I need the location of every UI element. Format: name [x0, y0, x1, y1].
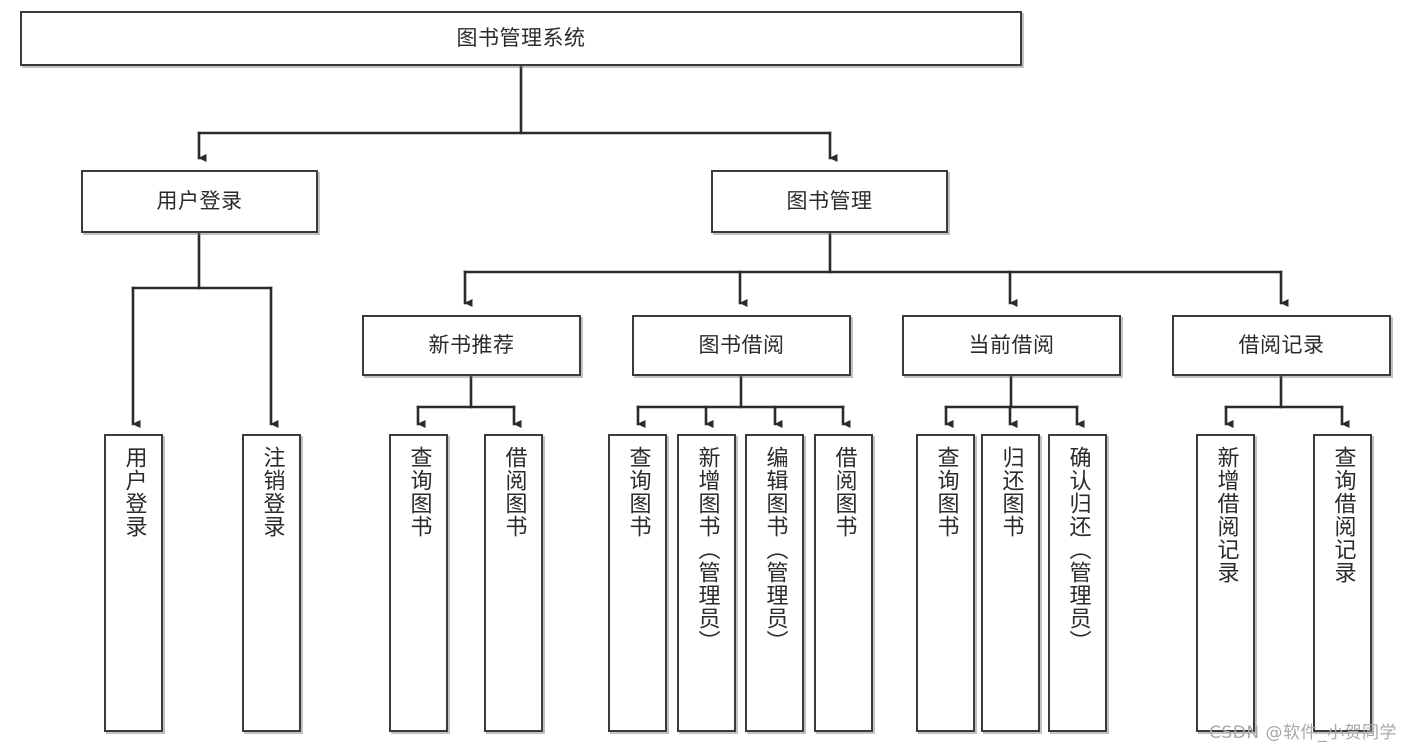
- node-leaf-user-login[interactable]: 用户登录: [104, 434, 163, 732]
- node-leaf-return-book-label: 归还图书: [998, 446, 1024, 538]
- csdn-watermark: CSDN @软件_小贺同学: [1209, 723, 1397, 743]
- node-user-login-label: 用户登录: [156, 188, 243, 213]
- node-new-book-rec[interactable]: 新书推荐: [362, 315, 581, 376]
- node-leaf-confirm-return-label: 确认归还（管理员）: [1065, 446, 1091, 653]
- node-book-manage-label: 图书管理: [786, 188, 873, 213]
- node-leaf-query-book-1-label: 查询图书: [406, 446, 432, 538]
- node-leaf-borrow-book-2-label: 借阅图书: [831, 446, 857, 538]
- node-leaf-logout-login-label: 注销登录: [259, 446, 285, 538]
- node-leaf-add-record[interactable]: 新增借阅记录: [1196, 434, 1255, 732]
- node-leaf-query-book-2-label: 查询图书: [625, 446, 651, 538]
- node-root-label: 图书管理系统: [456, 25, 586, 50]
- node-leaf-confirm-return[interactable]: 确认归还（管理员）: [1048, 434, 1107, 732]
- node-leaf-borrow-book-1-label: 借阅图书: [501, 446, 527, 538]
- node-leaf-add-book[interactable]: 新增图书（管理员）: [677, 434, 736, 732]
- node-leaf-borrow-book-1[interactable]: 借阅图书: [484, 434, 543, 732]
- node-leaf-query-book-1[interactable]: 查询图书: [389, 434, 448, 732]
- node-leaf-query-book-3-label: 查询图书: [933, 446, 959, 538]
- node-user-login[interactable]: 用户登录: [81, 170, 318, 233]
- node-leaf-query-record[interactable]: 查询借阅记录: [1313, 434, 1372, 732]
- node-leaf-query-book-2[interactable]: 查询图书: [608, 434, 667, 732]
- node-current-borrow[interactable]: 当前借阅: [902, 315, 1121, 376]
- node-new-book-rec-label: 新书推荐: [428, 332, 515, 357]
- node-leaf-edit-book[interactable]: 编辑图书（管理员）: [745, 434, 804, 732]
- node-book-borrow-label: 图书借阅: [698, 332, 785, 357]
- node-leaf-add-book-label: 新增图书（管理员）: [694, 446, 720, 653]
- node-leaf-edit-book-label: 编辑图书（管理员）: [762, 446, 788, 653]
- node-current-borrow-label: 当前借阅: [968, 332, 1055, 357]
- node-leaf-logout-login[interactable]: 注销登录: [242, 434, 301, 732]
- node-root[interactable]: 图书管理系统: [20, 11, 1022, 66]
- node-leaf-query-record-label: 查询借阅记录: [1330, 446, 1356, 584]
- node-leaf-query-book-3[interactable]: 查询图书: [916, 434, 975, 732]
- node-leaf-return-book[interactable]: 归还图书: [981, 434, 1040, 732]
- node-book-borrow[interactable]: 图书借阅: [632, 315, 851, 376]
- node-borrow-record[interactable]: 借阅记录: [1172, 315, 1391, 376]
- node-leaf-add-record-label: 新增借阅记录: [1213, 446, 1239, 584]
- node-leaf-borrow-book-2[interactable]: 借阅图书: [814, 434, 873, 732]
- node-book-manage[interactable]: 图书管理: [711, 170, 948, 233]
- node-leaf-user-login-label: 用户登录: [121, 446, 147, 538]
- node-borrow-record-label: 借阅记录: [1238, 332, 1325, 357]
